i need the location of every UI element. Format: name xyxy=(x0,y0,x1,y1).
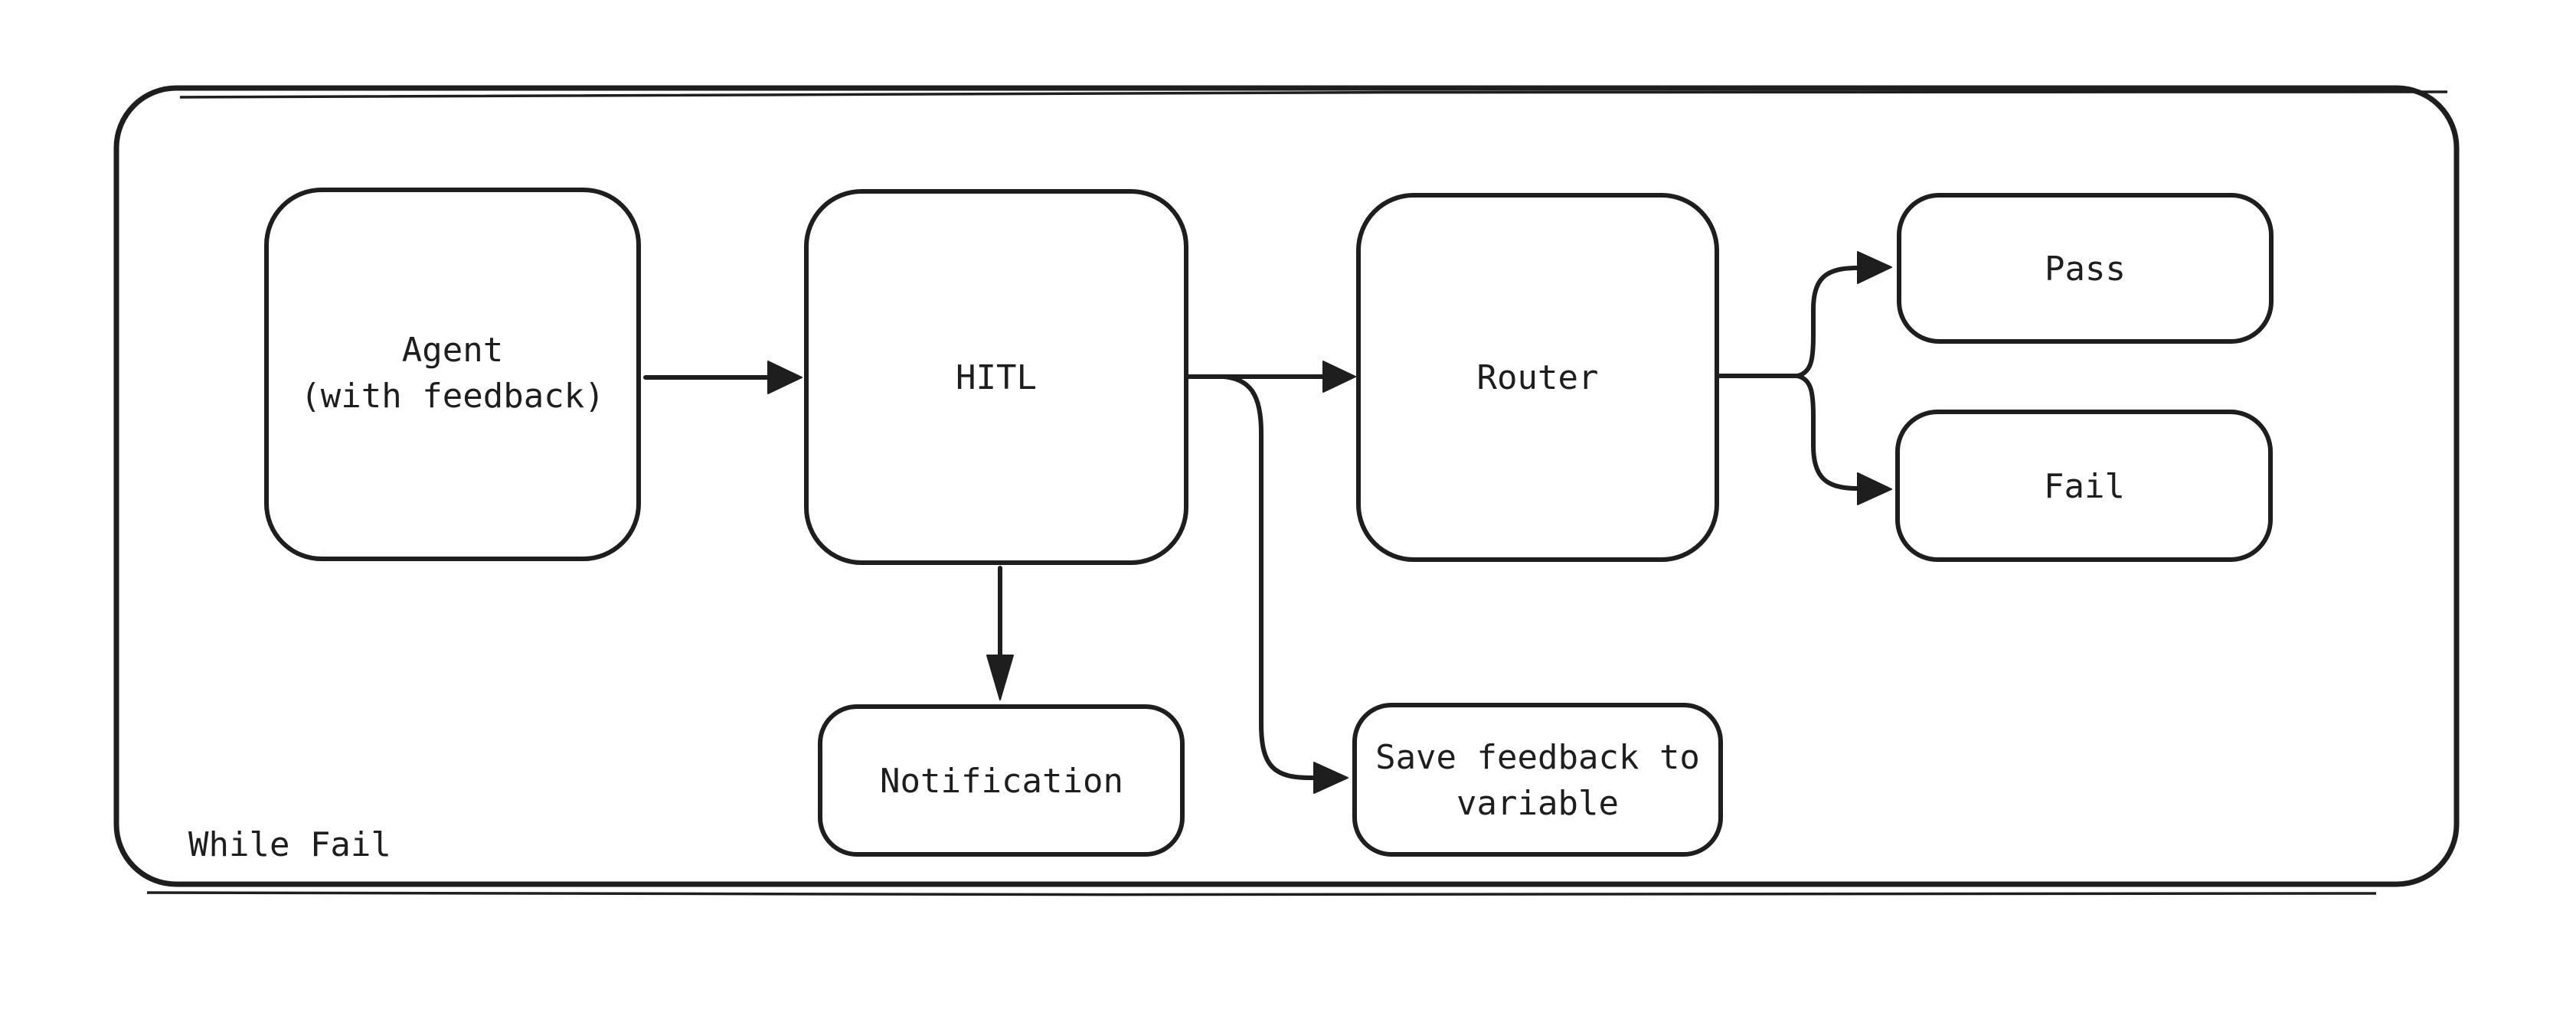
node-agent-box xyxy=(264,188,641,561)
container-sketch-line-top xyxy=(179,90,2448,99)
edge-hitl-notification-arrowhead-icon xyxy=(986,655,1014,700)
node-hitl-box xyxy=(804,189,1188,565)
edge-hitl-save-feedback xyxy=(1221,374,1348,794)
node-save-feedback-label-line2: variable xyxy=(1456,784,1619,823)
edge-router-fail-line xyxy=(1795,374,1860,491)
node-router-box xyxy=(1356,193,1719,562)
edge-router-fail-arrowhead-icon xyxy=(1857,472,1892,505)
edge-agent-hitl xyxy=(643,361,803,394)
container-sketch-line-bottom xyxy=(146,891,2377,896)
node-pass: Pass xyxy=(1897,193,2274,344)
edge-hitl-save-feedback-line xyxy=(1221,374,1316,780)
node-save-feedback-box xyxy=(1352,703,1723,857)
node-router-label: Router xyxy=(1477,358,1599,397)
node-router: Router xyxy=(1356,193,1719,562)
edge-hitl-router xyxy=(1187,361,1356,393)
node-notification: Notification xyxy=(818,704,1185,857)
node-notification-box xyxy=(818,704,1185,857)
node-save-feedback: Save feedback to variable xyxy=(1352,703,1723,857)
edge-router-pass-line xyxy=(1795,266,1860,378)
while-fail-container-box xyxy=(113,85,2460,887)
node-hitl: HITL xyxy=(804,189,1188,565)
edge-router-fork xyxy=(1718,251,1892,505)
edge-hitl-save-feedback-arrowhead-icon xyxy=(1313,762,1348,794)
node-agent: Agent (with feedback) xyxy=(264,188,641,561)
node-fail-box xyxy=(1895,410,2273,562)
node-agent-label-line2: (with feedback) xyxy=(300,377,604,416)
node-notification-label: Notification xyxy=(880,762,1123,801)
node-save-feedback-label-line1: Save feedback to xyxy=(1375,738,1700,777)
while-fail-container: While Fail xyxy=(113,85,2460,896)
node-agent-label-line1: Agent xyxy=(402,331,503,370)
node-fail-label: Fail xyxy=(2044,467,2125,506)
edge-hitl-notification xyxy=(986,566,1014,700)
edge-router-pass-arrowhead-icon xyxy=(1857,251,1892,284)
node-hitl-label: HITL xyxy=(956,358,1037,397)
edge-hitl-router-arrowhead-icon xyxy=(1322,361,1356,393)
node-pass-box xyxy=(1897,193,2274,344)
while-fail-label: While Fail xyxy=(188,825,391,864)
node-pass-label: Pass xyxy=(2045,250,2126,289)
node-fail: Fail xyxy=(1895,410,2273,562)
edge-agent-hitl-arrowhead-icon xyxy=(767,361,803,394)
